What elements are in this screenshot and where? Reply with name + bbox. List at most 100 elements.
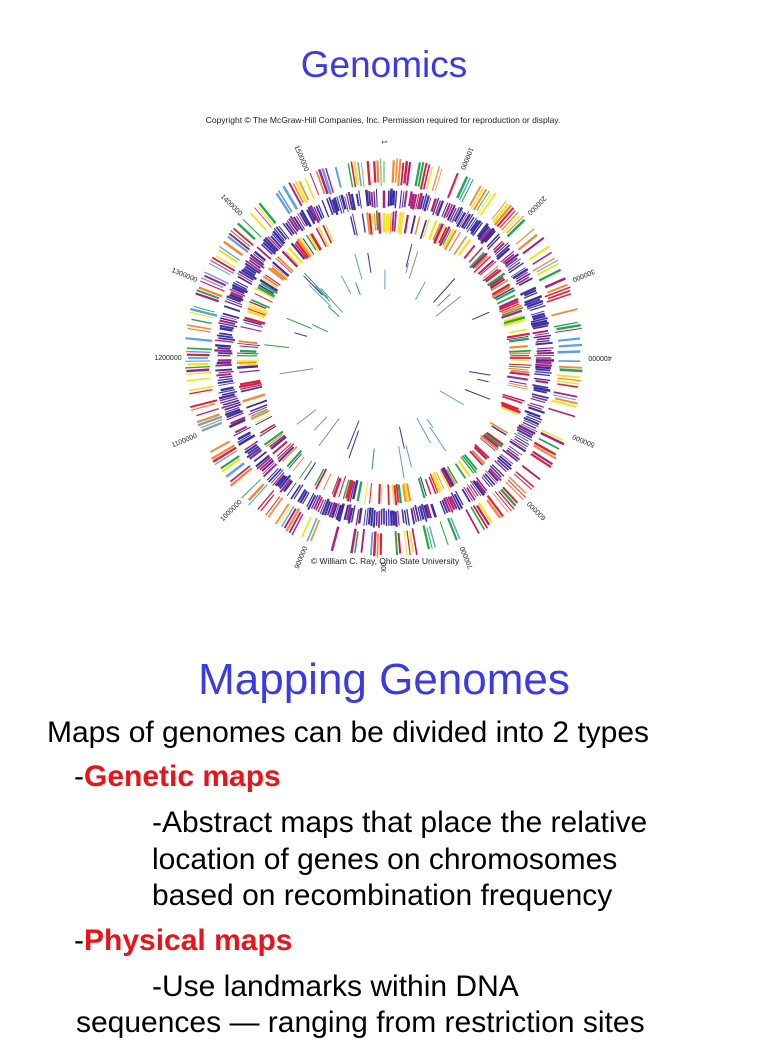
gene-tick (537, 338, 550, 340)
gene-tick (361, 529, 364, 553)
gene-tick (368, 161, 370, 185)
inner-mark (469, 372, 490, 376)
gene-tick (365, 482, 368, 504)
term-physical-maps: Physical maps (84, 924, 292, 957)
gene-tick (369, 508, 371, 525)
gene-tick (514, 474, 532, 490)
inner-mark (406, 244, 412, 267)
gene-tick (218, 379, 233, 381)
gene-tick (533, 258, 555, 271)
gene-tick (381, 159, 382, 186)
bullet-dash: - (74, 924, 84, 957)
gene-tick (534, 374, 550, 376)
coordinate-label: 1200000 (154, 355, 181, 362)
gene-tick (379, 511, 380, 528)
gene-tick (218, 348, 231, 349)
gene-tick (415, 217, 420, 235)
gene-tick (557, 384, 578, 387)
gene-tick (214, 350, 231, 351)
inner-mark (465, 390, 490, 400)
gene-tick (186, 352, 211, 353)
gene-tick (400, 191, 402, 209)
gene-tick (507, 377, 528, 380)
gene-tick (376, 189, 377, 208)
inner-mark (315, 286, 330, 301)
gene-tick (536, 369, 551, 370)
circular-genome-map: Copyright © The McGraw-Hill Companies, I… (150, 108, 620, 572)
gene-tick (404, 161, 407, 183)
inner-mark (477, 379, 488, 382)
inner-mark (436, 296, 461, 316)
gene-tick (396, 531, 398, 555)
gene-track-rings (185, 159, 582, 558)
gene-tick (379, 213, 380, 234)
bullet-genetic-maps: -Genetic maps (74, 759, 281, 795)
inner-mark (304, 273, 328, 298)
gene-tick (374, 191, 375, 207)
gene-tick (536, 343, 553, 345)
coordinate-label: 300000 (571, 267, 595, 282)
gene-tick (391, 189, 392, 206)
gene-tick (507, 385, 527, 389)
inner-mark (434, 279, 455, 303)
gene-tick (516, 472, 534, 488)
gene-tick (393, 160, 394, 182)
gene-tick (299, 461, 311, 479)
gene-tick (398, 159, 400, 186)
gene-tick (558, 378, 582, 381)
gene-tick (401, 163, 403, 186)
coordinate-label: 700000 (459, 545, 474, 569)
inner-mark (314, 417, 327, 430)
gene-tick (374, 532, 375, 557)
figure-credit: © William C. Ray, Ohio State University (311, 556, 460, 566)
gene-tick (279, 447, 294, 461)
bullet-dash: - (74, 760, 84, 793)
coordinate-label: 1500000 (293, 145, 310, 173)
gene-tick (369, 191, 370, 205)
gene-tick (237, 353, 259, 354)
gene-tick (216, 374, 231, 376)
inner-mark (280, 369, 313, 374)
genetic-desc-line: based on recombination frequency (152, 878, 612, 914)
gene-tick (435, 169, 442, 191)
inner-mark (287, 318, 312, 328)
coordinate-label: 600000 (526, 500, 548, 522)
gene-tick (395, 211, 397, 232)
gene-tick (536, 341, 550, 342)
gene-tick (509, 346, 527, 348)
gene-tick (219, 376, 232, 378)
gene-tick (549, 409, 576, 417)
gene-tick (276, 504, 289, 524)
gene-tick (389, 191, 390, 207)
gene-tick (530, 246, 550, 259)
coordinate-label: 900000 (294, 546, 309, 570)
gene-tick (223, 314, 239, 319)
gene-tick (466, 510, 479, 534)
gene-tick (249, 484, 264, 500)
gene-tick (522, 466, 540, 480)
gene-tick (304, 463, 315, 480)
coordinate-label: 1100000 (171, 433, 198, 450)
gene-tick (509, 329, 527, 333)
gene-tick (537, 351, 552, 352)
coordinate-label: 400000 (588, 354, 611, 361)
coordinate-label: 1 (380, 140, 387, 144)
gene-tick (362, 214, 365, 233)
gene-tick (379, 484, 380, 504)
inner-mark (264, 345, 289, 348)
inner-mark (356, 283, 361, 295)
gene-tick (537, 353, 554, 354)
gene-tick (431, 504, 435, 517)
inner-mark (372, 449, 374, 470)
inner-mark (416, 282, 426, 300)
gene-tick (185, 338, 212, 341)
inner-mark (355, 254, 362, 279)
gene-tick (432, 166, 439, 190)
gene-tick (196, 409, 218, 416)
gene-tick (535, 367, 551, 368)
inner-feature-marks (264, 244, 490, 478)
gene-tick (378, 160, 379, 182)
inner-mark (406, 445, 412, 467)
genetic-desc-line: location of genes on chromosomes (152, 842, 617, 878)
gene-tick (357, 194, 359, 206)
